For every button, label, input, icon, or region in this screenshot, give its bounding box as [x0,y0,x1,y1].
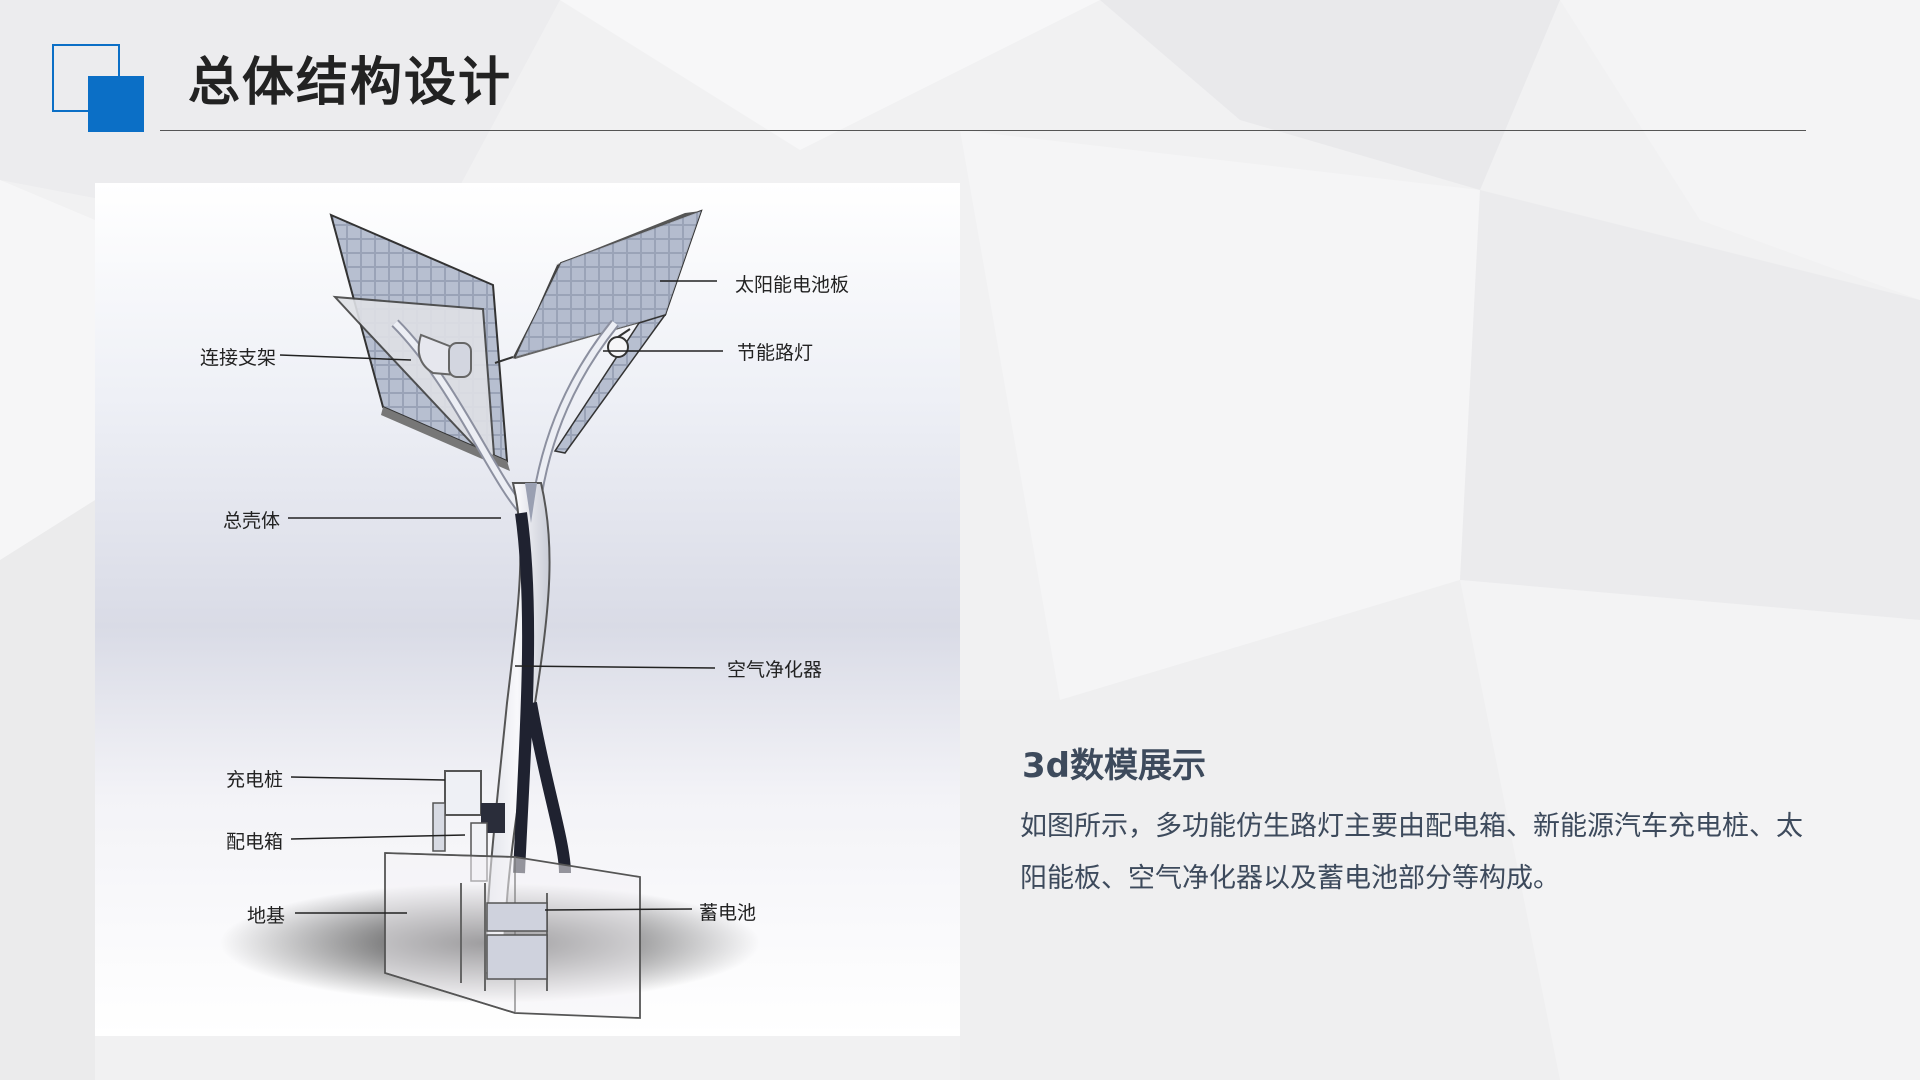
page-title: 总体结构设计 [188,53,513,113]
label-battery: 蓄电池 [699,902,757,924]
description-text: 如图所示，多功能仿生路灯主要由配电箱、新能源汽车充电桩、太阳能板、空气净化器以及… [1020,811,1803,894]
label-foundation: 地基 [247,905,286,927]
label-lamp: 节能路灯 [737,342,814,364]
label-solar-panel: 太阳能电池板 [735,274,850,296]
streetlight-3d-model-figure: 太阳能电池板 节能路灯 连接支架 总壳体 空气净化器 充电桩 配电箱 地基 蓄电… [95,183,960,1036]
title-divider [160,130,1806,131]
left-solar-panel [329,213,510,471]
label-housing: 总壳体 [223,510,281,532]
energy-saving-lamp [607,328,631,358]
label-distribution-box: 配电箱 [226,831,284,853]
label-bracket: 连接支架 [200,347,277,369]
section-subheading: 3d数模展示 [1022,746,1206,786]
logo-filled-square [88,76,144,132]
leader-lines [279,280,723,914]
main-pole-housing [483,482,571,974]
label-air-purifier: 空气净化器 [727,659,823,681]
label-charging-pile: 充电桩 [226,769,284,791]
connecting-bracket [417,333,472,378]
right-solar-panel [494,209,703,454]
foundation-box [384,852,641,1019]
